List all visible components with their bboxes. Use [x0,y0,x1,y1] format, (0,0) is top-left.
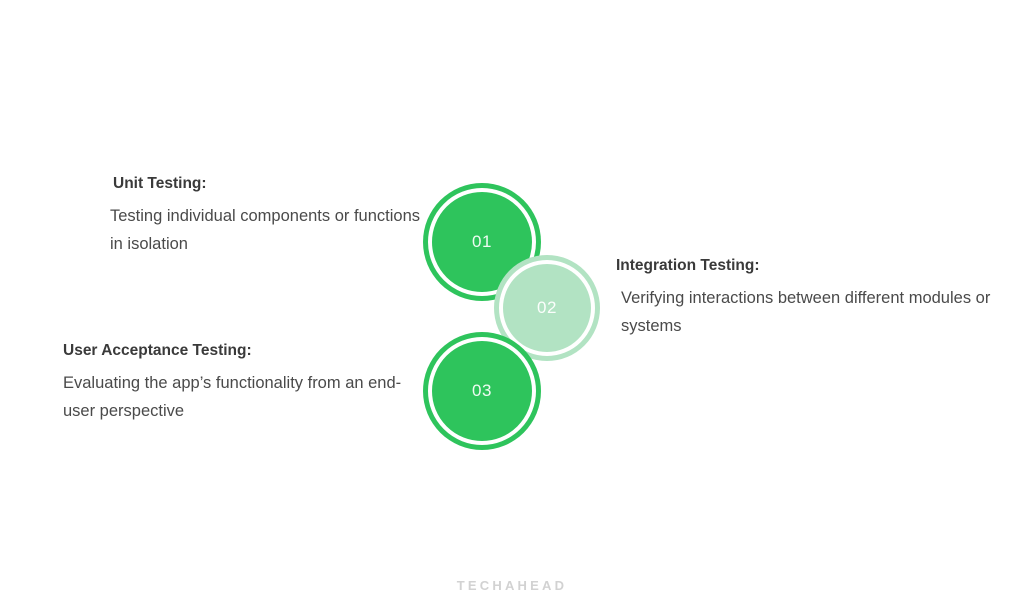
step-text-block-unit-testing: Unit Testing: Testing individual compone… [110,174,430,259]
step-number-03: 03 [472,381,492,400]
step-body-integration-testing: Verifying interactions between different… [621,289,991,335]
step-heading-unit-testing: Unit Testing: [113,175,207,192]
step-text-block-integration-testing: Integration Testing: Verifying interacti… [616,256,996,341]
step-body-user-acceptance-testing: Evaluating the app’s functionality from … [63,374,402,420]
step-circle-01: 01 [428,188,536,296]
step-circle-02: 02 [499,260,595,356]
step-number-02: 02 [537,298,557,317]
step-heading-integration-testing: Integration Testing: [616,257,760,274]
step-circle-03: 03 [428,337,536,445]
step-number-01: 01 [472,232,492,251]
step-body-unit-testing: Testing individual components or functio… [110,207,421,253]
step-heading-user-acceptance-testing: User Acceptance Testing: [63,342,252,359]
step-text-block-user-acceptance-testing: User Acceptance Testing: Evaluating the … [63,341,428,426]
footer-watermark: TECHAHEAD [456,578,568,593]
